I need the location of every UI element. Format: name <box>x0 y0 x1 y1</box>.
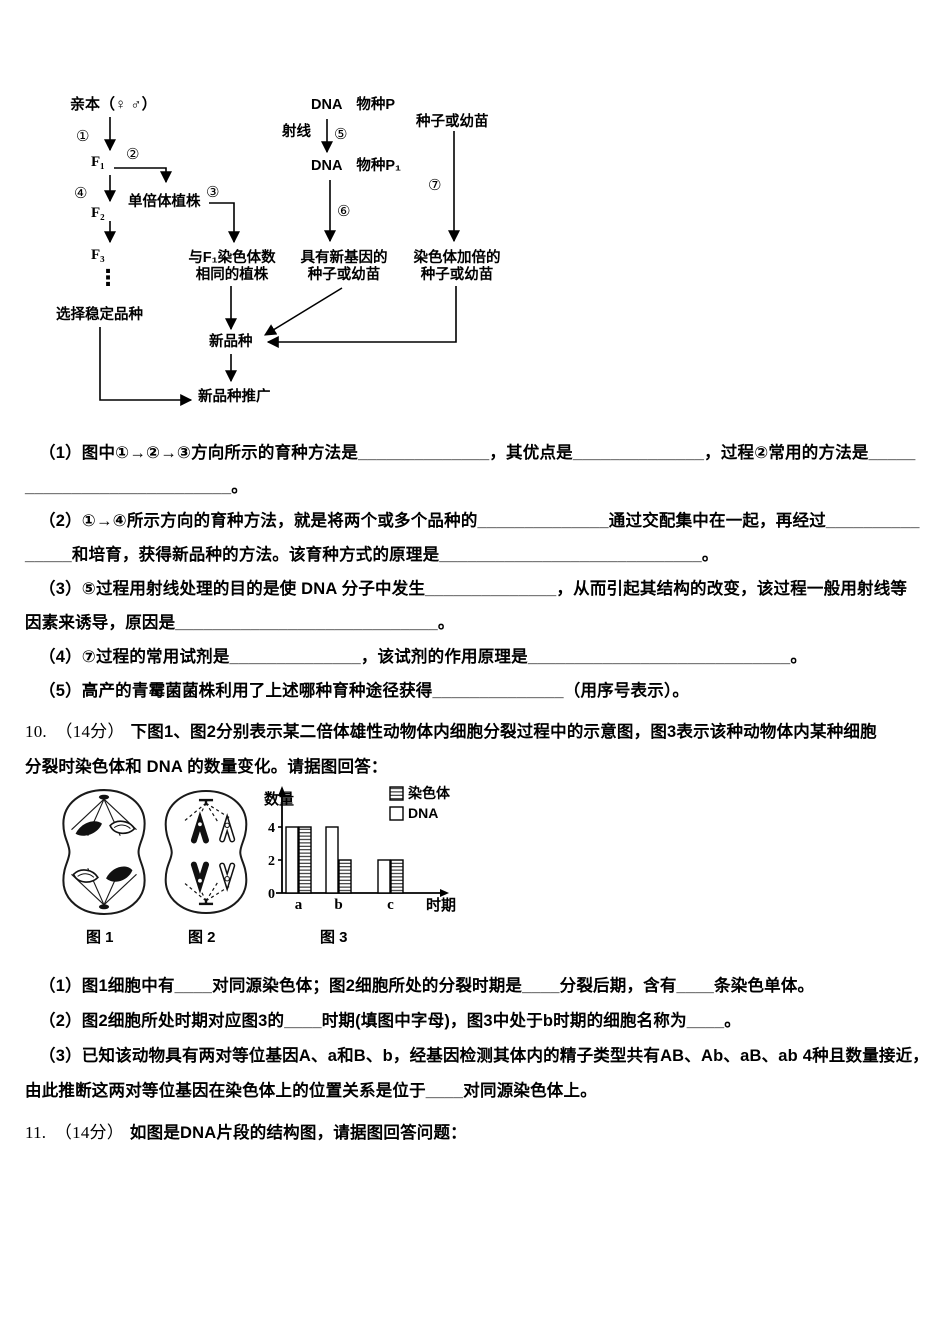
q10-sub-line-3: （3）已知该动物具有两对等位基因A、a和B、b，经基因检测其体内的精子类型共有A… <box>39 1046 929 1065</box>
new-gene-line1: 具有新基因的 <box>300 250 388 266</box>
q11-intro-line: 11. （14分） 如图是DNA片段的结构图，请据图回答问题： <box>25 1113 937 1148</box>
svg-text:数量: 数量 <box>264 790 294 808</box>
svg-text:DNA: DNA <box>408 805 438 821</box>
flowchart-node-promotion: 新品种推广 <box>198 389 271 405</box>
flowchart-node-new-gene-seed: 具有新基因的 种子或幼苗 <box>283 250 405 283</box>
figure1-caption: 图 1 <box>86 929 114 946</box>
svg-text:c: c <box>387 897 394 913</box>
flowchart-node-same-chromosome: 与F₁染色体数 相同的植株 <box>171 250 293 283</box>
same-chromosome-line2: 相同的植株 <box>195 266 269 283</box>
svg-text:时期: 时期 <box>426 896 456 914</box>
cell-diagram-figure2 <box>164 790 248 914</box>
question10-sub-block: （1）图1细胞中有____对同源染色体；图2细胞所处的分裂时期是____分裂后期… <box>25 966 937 1106</box>
q9-line-4: _____和培育，获得新品种的方法。该育种方式的原理是_____________… <box>25 546 719 564</box>
doubled-line1: 染色体加倍的 <box>413 250 501 266</box>
flowchart-ellipsis: ⋮ <box>97 265 119 290</box>
question11-intro: 11. （14分） 如图是DNA片段的结构图，请据图回答问题： <box>25 1113 937 1148</box>
question9-text-block: （1）图中①→②→③方向所示的育种方法是______________，其优点是_… <box>25 434 937 706</box>
flowchart-node-dna-species-p1: DNA 物种P₁ <box>311 158 402 174</box>
flowchart-node-new-variety: 新品种 <box>209 334 253 350</box>
flowchart-node-doubled-seed: 染色体加倍的 种子或幼苗 <box>394 250 520 283</box>
q9-line-6: 因素来诱导，原因是____________________________。 <box>25 614 455 632</box>
figure3-caption: 图 3 <box>320 929 348 946</box>
flowchart-node-dna-species-p: DNA 物种P <box>311 97 396 113</box>
q10-intro-line1: 10. （14分） 下图1、图2分别表示某二倍体雄性动物体内细胞分裂过程中的示意… <box>25 712 937 747</box>
flowchart-node-select-stable: 选择稳定品种 <box>56 307 143 323</box>
doubled-line2: 种子或幼苗 <box>420 266 494 283</box>
q9-line-8: （5）高产的青霉菌菌株利用了上述哪种育种途径获得______________（用… <box>39 682 690 700</box>
svg-text:b: b <box>334 897 342 913</box>
flowchart-step-4: ④ <box>74 184 88 202</box>
q9-line-7: （4）⑦过程的常用试剂是______________，该试剂的作用原理是____… <box>39 648 808 666</box>
flowchart-node-f2: F₂ <box>91 205 105 221</box>
svg-text:0: 0 <box>268 887 275 902</box>
svg-text:2: 2 <box>268 854 275 869</box>
flowchart-node-haploid: 单倍体植株 <box>128 194 201 210</box>
q11-number: 11. （14分） <box>25 1123 124 1142</box>
flowchart-step-1: ① <box>76 127 90 145</box>
q10-intro-bold: 下图1、图2分别表示某二倍体雄性动物体内细胞分裂过程中的示意图，图3表示该种动物… <box>130 722 877 741</box>
same-chromosome-line1: 与F₁染色体数 <box>188 250 276 266</box>
q10-sub-line-4: 由此推断这两对等位基因在染色体上的位置关系是位于____对同源染色体上。 <box>25 1081 597 1100</box>
question10-intro: 10. （14分） 下图1、图2分别表示某二倍体雄性动物体内细胞分裂过程中的示意… <box>25 712 937 782</box>
q9-line-3: （2）①→④所示方向的育种方法，就是将两个或多个品种的_____________… <box>39 512 920 530</box>
flowchart-node-f3: F₃ <box>91 247 105 263</box>
flowchart-arrows <box>99 117 460 406</box>
flowchart-node-ray: 射线 <box>282 124 311 140</box>
q10-sub-line-2: （2）图2细胞所处时期对应图3的____时期(填图中字母)，图3中处于b时期的细… <box>39 1011 741 1030</box>
flowchart-step-3: ③ <box>206 183 220 201</box>
q10-sub-line-1: （1）图1细胞中有____对同源染色体；图2细胞所处的分裂时期是____分裂后期… <box>39 976 815 995</box>
cell-diagram-figure1 <box>62 789 146 915</box>
new-gene-line2: 种子或幼苗 <box>307 266 381 283</box>
flowchart-node-seed: 种子或幼苗 <box>416 114 489 130</box>
q10-number: 10. （14分） <box>25 722 125 741</box>
q9-line-1: （1）图中①→②→③方向所示的育种方法是______________，其优点是_… <box>39 444 916 462</box>
flowchart-step-7: ⑦ <box>428 176 442 194</box>
figure2-caption: 图 2 <box>188 929 216 946</box>
flowchart-step-5: ⑤ <box>334 125 348 143</box>
flowchart-step-2: ② <box>126 145 140 163</box>
flowchart-node-f1: F₁ <box>91 154 105 170</box>
svg-text:染色体: 染色体 <box>408 785 451 801</box>
svg-text:4: 4 <box>268 821 275 836</box>
svg-text:a: a <box>295 897 303 913</box>
q9-line-5: （3）⑤过程用射线处理的目的是使 DNA 分子中发生______________… <box>39 580 908 598</box>
q11-intro-bold: 如图是DNA片段的结构图，请据图回答问题： <box>129 1123 467 1142</box>
flowchart-step-6: ⑥ <box>337 202 351 220</box>
q10-intro-line2: 分裂时染色体和 DNA 的数量变化。请据图回答： <box>25 757 388 776</box>
q9-line-2: ______________________。 <box>25 478 248 496</box>
flowchart-node-parent: 亲本（♀ ♂） <box>70 96 157 113</box>
